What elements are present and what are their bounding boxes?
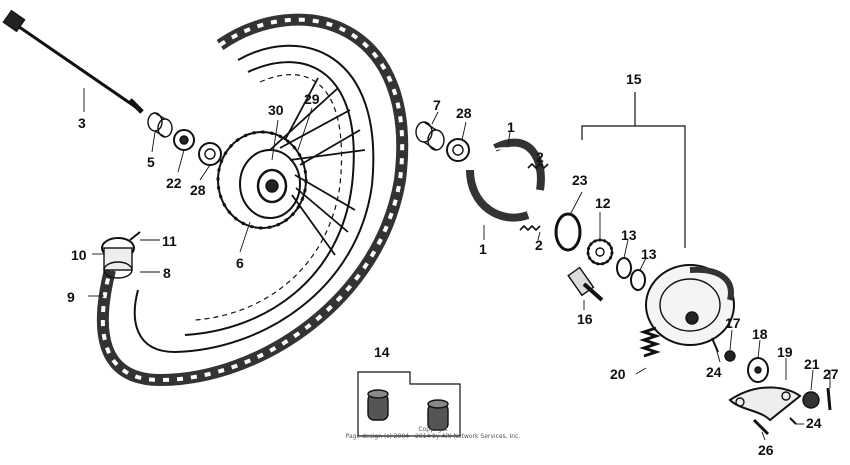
callout-8: 8 — [163, 265, 171, 281]
bushing-kit-frame — [357, 371, 461, 437]
bolt-26 — [752, 418, 770, 436]
callout-3: 3 — [78, 115, 86, 131]
brake-shoes — [466, 138, 545, 222]
collar-right — [415, 121, 445, 151]
callout-7: 7 — [433, 97, 441, 113]
callout-12: 12 — [595, 195, 611, 211]
callout-17: 17 — [725, 315, 741, 331]
callout-18: 18 — [752, 326, 768, 342]
spokes — [269, 77, 366, 256]
brake-cam — [567, 266, 604, 302]
rim — [184, 61, 355, 336]
bolt-27 — [826, 387, 832, 411]
callout-28-right: 28 — [456, 105, 472, 121]
bushing-1 — [367, 389, 389, 421]
hub — [216, 130, 308, 230]
spacer-collar — [147, 112, 173, 138]
dust-seal-right — [446, 138, 470, 162]
tire — [96, 13, 408, 387]
callout-1-upper: 1 — [507, 119, 515, 135]
brake-panel — [645, 264, 735, 346]
callout-9: 9 — [67, 289, 75, 305]
callout-10: 10 — [71, 247, 87, 263]
callout-29: 29 — [304, 91, 320, 107]
callout-13-upper: 13 — [621, 227, 637, 243]
speedometer-gear — [586, 238, 614, 266]
return-spring — [639, 326, 661, 358]
callout-21: 21 — [804, 356, 820, 372]
callout-26: 26 — [758, 442, 774, 458]
dust-seal-left — [198, 142, 222, 166]
leader-lines — [83, 88, 831, 441]
group-bracket-15 — [581, 92, 686, 248]
copyright-notice: Copyright Page design (c) 2004 - 2014 by… — [338, 426, 528, 440]
callout-23: 23 — [572, 172, 588, 188]
pin-17 — [711, 337, 736, 362]
callout-6: 6 — [236, 255, 244, 271]
bearing-left — [173, 129, 195, 151]
callout-16: 16 — [577, 311, 593, 327]
callout-24-left: 24 — [706, 364, 722, 380]
bushing-2 — [427, 399, 449, 431]
callout-5: 5 — [147, 154, 155, 170]
callout-2-lower: 2 — [535, 237, 543, 253]
indicator-plate — [747, 357, 769, 383]
axle — [2, 9, 144, 114]
callout-20: 20 — [610, 366, 626, 382]
callout-19: 19 — [777, 344, 793, 360]
copyright-line-2: Page design (c) 2004 - 2014 by ARI Netwo… — [345, 432, 521, 440]
callout-15: 15 — [626, 71, 642, 87]
copyright-line-1: Copyright — [418, 426, 448, 433]
washer-1 — [616, 257, 632, 279]
washer-2 — [630, 269, 646, 291]
seal-ring — [554, 212, 582, 252]
callout-2-upper: 2 — [536, 149, 544, 165]
callout-13-lower: 13 — [641, 246, 657, 262]
callout-30: 30 — [268, 102, 284, 118]
callout-22: 22 — [166, 175, 182, 191]
brake-arm — [728, 386, 802, 422]
nut-21 — [802, 391, 820, 409]
callout-14: 14 — [374, 344, 390, 360]
callout-24-right: 24 — [806, 415, 822, 431]
callout-28-left: 28 — [190, 182, 206, 198]
shoe-spring-lower — [519, 224, 541, 232]
callout-11: 11 — [162, 233, 177, 249]
callout-27: 27 — [823, 366, 839, 382]
callout-1-lower: 1 — [479, 241, 487, 257]
pin-24 — [789, 417, 797, 425]
tube-valve — [101, 231, 141, 279]
